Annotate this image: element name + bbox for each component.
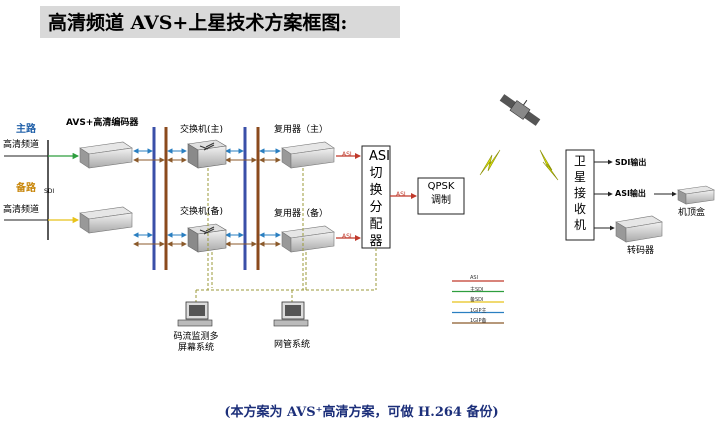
mux-main-label: 复用器（主） (274, 125, 329, 135)
transcoder-label: 转码器 (627, 246, 655, 256)
legend-label: 1GIP主 (470, 307, 487, 314)
asi-tag: ASI (396, 191, 406, 198)
monitor-label: 码流监测多屏幕系统 (173, 332, 219, 353)
encoder-backup (79, 206, 133, 234)
transcoder-device (615, 215, 663, 243)
main-channel-label: 高清频道 (3, 140, 40, 150)
mux-backup (281, 225, 335, 253)
sdi-tag: SDI (44, 188, 55, 195)
mux-main (281, 141, 335, 169)
legend (452, 280, 504, 324)
encoder-label: AVS+高清编码器 (66, 118, 139, 128)
nms-computer-icon (273, 301, 309, 327)
nms-label: 网管系统 (274, 340, 311, 350)
main-path-label: 主路 (16, 124, 36, 135)
title-background (40, 6, 400, 38)
management-links (195, 168, 377, 302)
monitor-computer-icon (177, 301, 213, 327)
encoder-main (79, 141, 133, 169)
backup-channel-label: 高清频道 (3, 205, 40, 215)
downlink-lightning (539, 149, 559, 181)
mux-backup-label: 复用器（备） (274, 209, 329, 219)
switch-main (187, 139, 227, 169)
receiver-box (565, 149, 595, 241)
switch-backup (187, 223, 227, 253)
asi-tag: ASI (342, 233, 352, 240)
page-title: 高清频道 AVS+上星技术方案框图: (48, 12, 348, 34)
legend-label: 备SDI (470, 297, 484, 303)
switch-main-label: 交换机(主) (180, 125, 224, 135)
set-top-box (677, 185, 715, 205)
asi-switch-label: ASI切换分配器 (369, 149, 390, 249)
qpsk-box (417, 177, 465, 215)
legend-label: 主SDI (470, 286, 484, 293)
caption: (本方案为 AVS⁺高清方案，可做 H.264 备份) (224, 405, 499, 420)
backup-path-label: 备路 (16, 183, 36, 194)
legend-label: 1GIP备 (470, 318, 487, 324)
sdi-output-label: SDI输出 (615, 158, 647, 167)
asi-tag: ASI (342, 151, 352, 158)
asi-output-label: ASI输出 (615, 189, 646, 198)
legend-label: ASI (470, 275, 479, 281)
stb-label: 机顶盒 (678, 208, 706, 218)
qpsk-label: QPSK调制 (427, 181, 455, 206)
satellite-icon (499, 94, 541, 126)
uplink-lightning (479, 149, 501, 176)
receiver-label: 卫星接收机 (573, 154, 586, 232)
switch-backup-label: 交换机(备) (180, 207, 224, 217)
